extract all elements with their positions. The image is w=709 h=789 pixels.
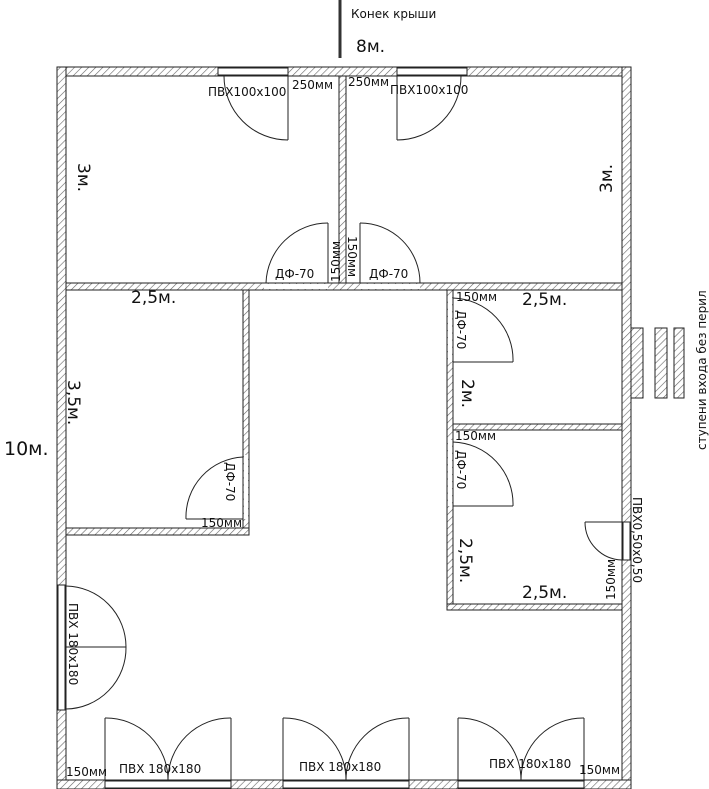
window-frames: [57, 67, 631, 789]
room-right-upper-width: 2,5м.: [522, 290, 567, 310]
room-top-left-height: 3м.: [73, 163, 93, 192]
window-label-top-right: ПВХ100х100: [390, 83, 468, 97]
dim-mid-left-150: 150мм: [201, 516, 242, 530]
window-label-bottom-1: ПВХ 180х180: [119, 762, 201, 776]
window-label-top-left: ПВХ100х100: [208, 85, 286, 99]
dim-center-150a: 150мм: [329, 241, 343, 282]
dim-bottom-left-150: 150мм: [66, 765, 107, 779]
entrance-steps: [630, 327, 685, 399]
dim-bottom-right-150: 150мм: [579, 763, 620, 777]
dim-center-150b: 150мм: [345, 236, 359, 277]
window-label-bottom-3: ПВХ 180х180: [489, 757, 571, 771]
interior-walls: [65, 75, 623, 611]
width-label: 8м.: [356, 37, 385, 57]
dim-right-upper-150: 150мм: [456, 290, 497, 304]
door-label-top-right: ДФ-70: [369, 267, 408, 281]
window-label-left: ПВХ 180х180: [66, 603, 80, 685]
door-label-right-lower: ДФ-70: [454, 450, 468, 489]
door-label-mid-left: ДФ-70: [223, 462, 237, 501]
room-right-lower-width: 2,5м.: [522, 583, 567, 603]
room-right-upper-height: 2м.: [457, 379, 477, 408]
dim-250-right: 250мм: [348, 75, 389, 89]
room-right-lower-height: 2,5м.: [455, 538, 475, 583]
roof-ridge-label: Конек крыши: [351, 7, 436, 21]
height-label: 10м.: [4, 438, 49, 460]
dim-250-left: 250мм: [292, 78, 333, 92]
stairs-label: ступени входа без перил: [695, 290, 709, 450]
dim-side-window-150: 150мм: [604, 559, 618, 600]
door-label-top-left: ДФ-70: [275, 267, 314, 281]
room-top-right-height: 3м.: [597, 164, 617, 193]
door-label-right-upper: ДФ-70: [454, 310, 468, 349]
openings: [58, 68, 630, 788]
room-mid-left-height: 3,5м.: [63, 380, 83, 425]
window-label-bottom-2: ПВХ 180х180: [299, 760, 381, 774]
dim-right-lower-150: 150мм: [455, 429, 496, 443]
room-mid-left-width: 2,5м.: [131, 288, 176, 308]
swing-arcs: [65, 75, 623, 781]
window-label-side-right: ПВХ0,50х0,50: [630, 497, 644, 583]
